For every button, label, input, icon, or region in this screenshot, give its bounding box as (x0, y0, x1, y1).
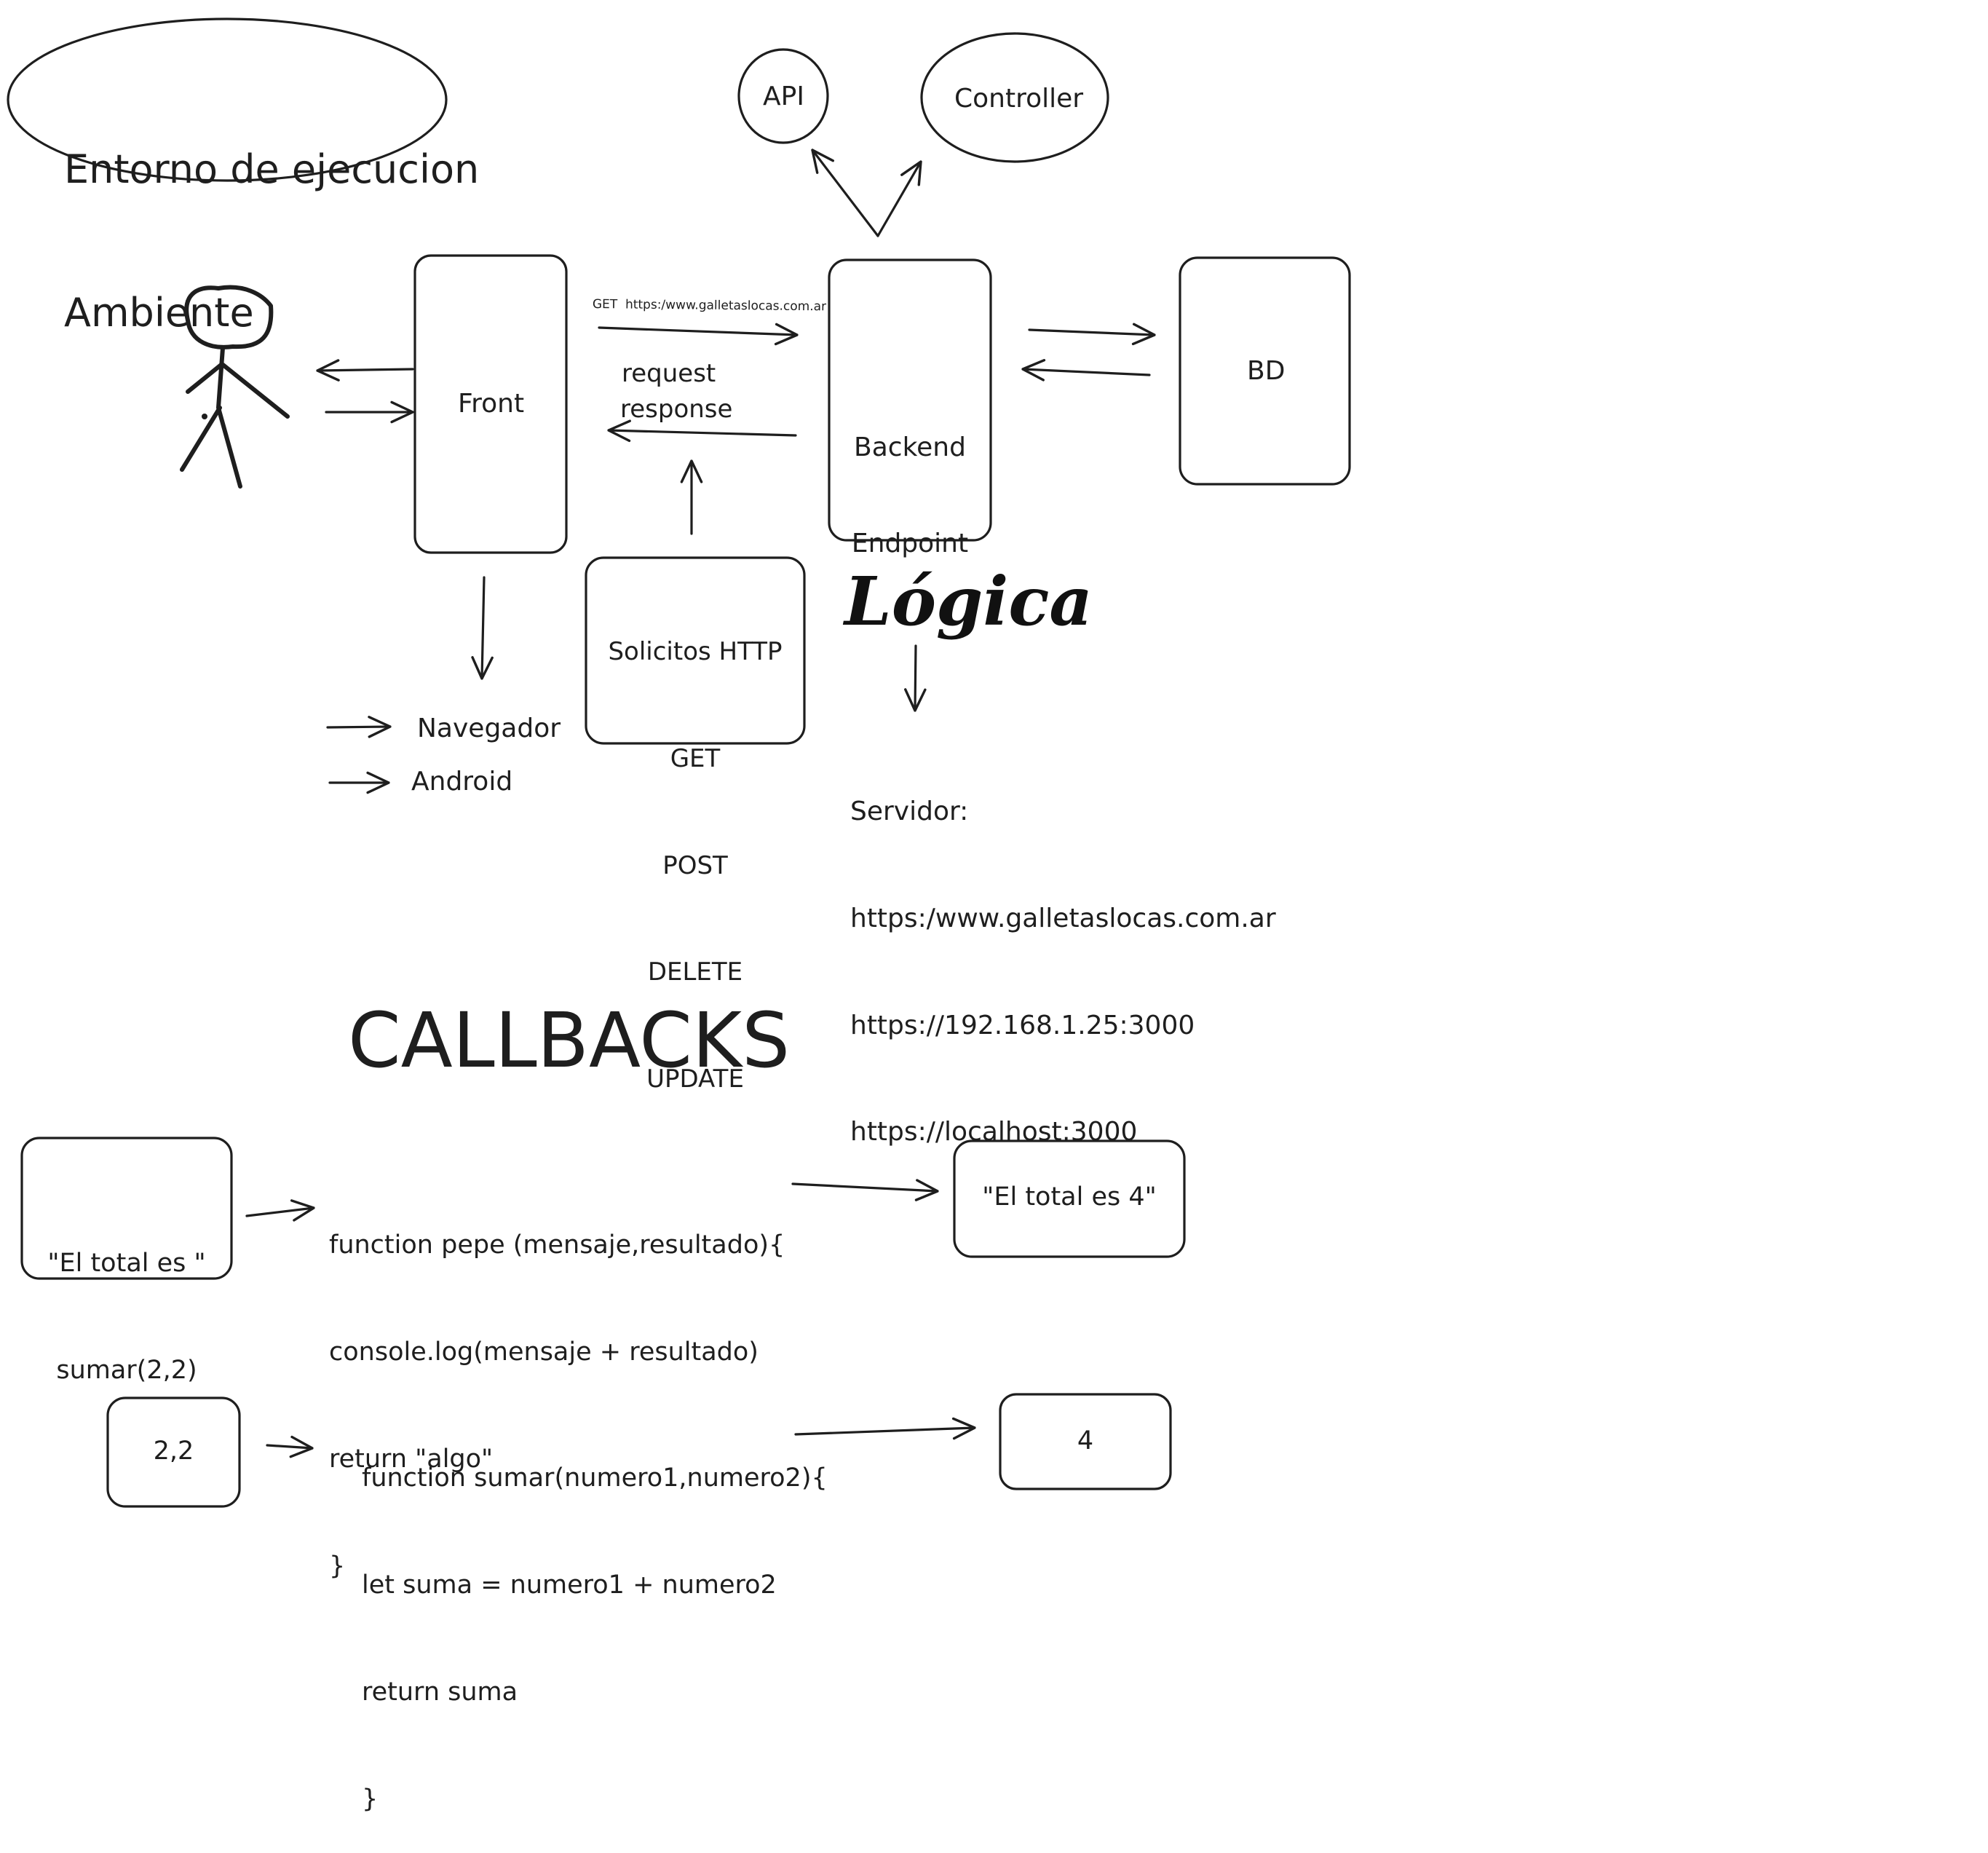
controller-label: Controller (954, 84, 1084, 114)
arrow-response (607, 419, 797, 443)
callbacks-title: CALLBACKS (348, 996, 791, 1085)
ellipse-label: Entorno de ejecucion Ambiente (64, 50, 479, 385)
front-box (413, 254, 568, 554)
arrow-to-api (811, 149, 879, 237)
arrow-example1-output (791, 1179, 939, 1201)
arrow-bd-to-backend (1021, 359, 1151, 382)
http-method-update: UPDATE (646, 1064, 744, 1094)
example2-code-line: return suma (362, 1678, 518, 1707)
http-method-delete: DELETE (647, 957, 743, 987)
bd-box (1179, 256, 1351, 486)
get-url-label: GET https:/www.galletaslocas.com.ar (592, 297, 827, 315)
example2-output-text: 4 (1077, 1426, 1094, 1455)
example2-input-text: 2,2 (153, 1437, 194, 1466)
http-methods-box (585, 556, 806, 745)
environment-ellipse (7, 17, 448, 182)
example1-code-line: console.log(mensaje + resultado) (329, 1338, 759, 1367)
example1-code: function pepe (mensaje,resultado){ conso… (329, 1156, 785, 1620)
client-android: Android (411, 767, 513, 797)
arrow-front-to-user (316, 359, 414, 382)
example1-input-line2: sumar(2,2) (56, 1356, 197, 1385)
response-label: response (620, 395, 733, 424)
backend-label-line2: Endpoint (851, 528, 969, 558)
client-navegador: Navegador (417, 714, 561, 743)
arrow-request (598, 323, 799, 346)
request-label: request (622, 359, 716, 388)
servidor-url-1: https:/www.galletaslocas.com.ar (850, 903, 1276, 933)
arrow-example2-output (794, 1417, 976, 1440)
http-methods-title: Solicitos HTTP (608, 636, 783, 666)
stick-figure-icon (180, 285, 290, 489)
servidor-block: Servidor: https:/www.galletaslocas.com.a… (850, 723, 1276, 1186)
logica-label: Lógica (844, 562, 1093, 641)
example1-code-line: return "algo" (329, 1445, 494, 1474)
api-label: API (763, 82, 804, 111)
example2-input-box (106, 1396, 241, 1508)
example2-output-box (999, 1393, 1172, 1490)
arrow-example2-input (266, 1435, 314, 1458)
example2-code-line: function sumar(numero1,numero2){ (362, 1463, 828, 1493)
front-label: Front (458, 389, 525, 419)
servidor-title: Servidor: (850, 796, 969, 826)
backend-label-line1: Backend (854, 432, 966, 462)
controller-ellipse (920, 32, 1109, 163)
servidor-url-3: https://localhost:3000 (850, 1117, 1138, 1147)
backend-box (828, 258, 992, 542)
example2-code-line: let suma = numero1 + numero2 (362, 1570, 777, 1600)
bd-label: BD (1247, 356, 1286, 386)
http-methods-list: Solicitos HTTP GET POST DELETE UPDATE (586, 563, 804, 1133)
servidor-url-2: https://192.168.1.25:3000 (850, 1010, 1195, 1040)
example1-code-line: function pepe (mensaje,resultado){ (329, 1230, 785, 1260)
arrow-backend-to-bd (1028, 323, 1156, 346)
http-method-get: GET (670, 743, 721, 773)
backend-label: Backend Endpoint (844, 368, 975, 591)
http-method-post: POST (662, 850, 728, 880)
example1-output-box (953, 1139, 1186, 1258)
arrow-logica-to-servidor (904, 644, 927, 712)
diagram-canvas (7, 17, 1351, 1508)
example1-input-text: "El total es " sumar(2,2) (22, 1174, 231, 1424)
ellipse-label-line2: Ambiente (64, 290, 254, 336)
arrow-example1-input (245, 1199, 315, 1222)
example1-output-text: "El total es 4" (982, 1182, 1157, 1212)
api-circle (737, 48, 829, 144)
ellipse-label-line1: Entorno de ejecucion (64, 146, 480, 192)
arrow-to-controller (876, 160, 922, 237)
example1-input-box (20, 1137, 233, 1280)
example2-code: function sumar(numero1,numero2){ let sum… (362, 1389, 828, 1853)
arrow-front-to-clients (471, 576, 494, 680)
example2-code-line: } (362, 1785, 379, 1814)
example1-input-line1: "El total es " (47, 1249, 206, 1278)
